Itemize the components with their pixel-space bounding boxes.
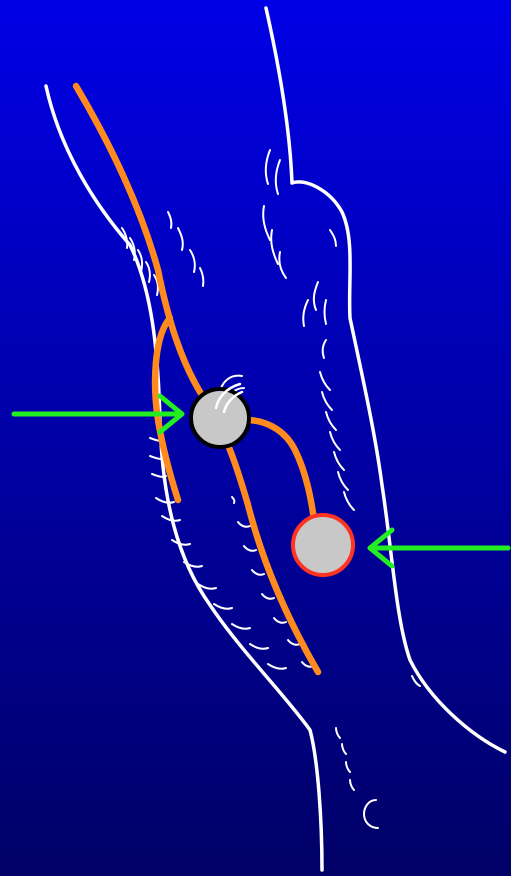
- lower-node: [293, 515, 353, 575]
